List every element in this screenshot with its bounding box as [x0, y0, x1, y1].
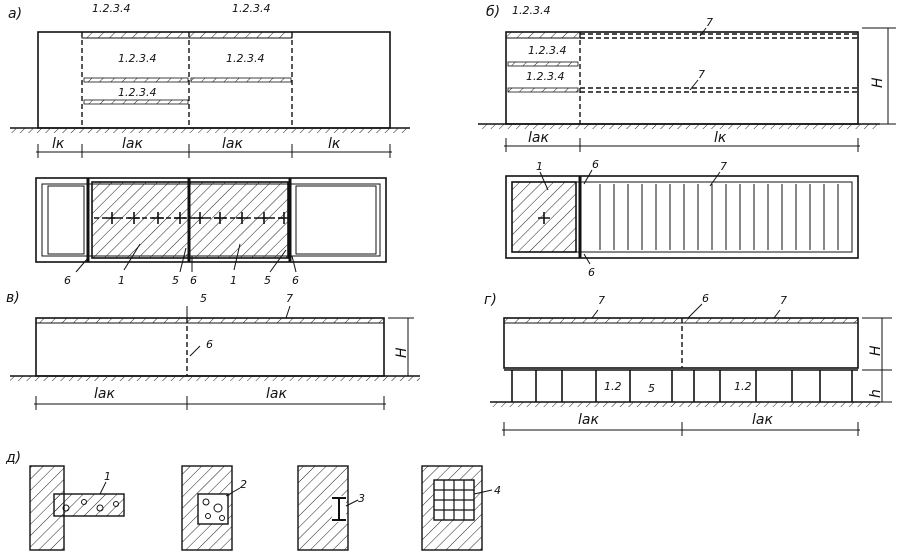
plan-b-label-7: 7 — [720, 160, 727, 173]
panel-g: г) 7 6 7 1.2 1.2 5 — [484, 292, 892, 436]
panel-b-label-7-top: 7 — [706, 16, 713, 29]
panel-d: д) 1 2 3 — [5, 450, 501, 551]
panel-a-label-top-right: 1.2.3.4 — [232, 2, 270, 15]
plan-b-label-6-bottom: 6 — [588, 266, 595, 279]
panel-b-dim-lak: lак — [528, 130, 549, 146]
panel-b-plan: 1 6 6 7 — [505, 158, 859, 279]
panel-g-label-7-right: 7 — [780, 294, 787, 307]
panel-v-label: в) — [6, 290, 20, 306]
panel-b-dim-lk: lк — [714, 130, 727, 146]
detail-3: 3 — [297, 465, 365, 551]
plan-a-label-6b: 6 — [190, 274, 197, 287]
panel-g-label-7-left: 7 — [598, 294, 605, 307]
panel-v-dim-lak-right: lак — [266, 386, 287, 402]
plan-b-label-6-top: 6 — [592, 158, 599, 171]
panel-a-slab-low-left — [83, 99, 189, 105]
detail-1-label: 1 — [104, 470, 111, 483]
panel-g-label-12-left: 1.2 — [604, 380, 622, 393]
panel-v-label-7: 7 — [286, 292, 293, 305]
panel-a: а) 1.2.3.4 1.2.3.4 1.2.3.4 1.2.3.4 1.2.3… — [8, 2, 410, 158]
plan-a-outer — [35, 177, 387, 263]
plan-a-label-1a: 1 — [118, 274, 125, 287]
panel-a-ground-hatch — [10, 128, 410, 133]
panel-g-h: h — [868, 389, 884, 398]
panel-v-label-6: 6 — [206, 338, 213, 351]
panel-a-top-slab — [81, 31, 293, 39]
panel-g-H: H — [868, 345, 884, 356]
panel-a-label-top-left: 1.2.3.4 — [92, 2, 130, 15]
plan-b-stripes — [599, 184, 839, 250]
panel-v-label-5: 5 — [200, 292, 207, 305]
plan-a-label-6a: 6 — [64, 274, 71, 287]
plan-a-label-5a: 5 — [172, 274, 179, 287]
plan-b-label-1: 1 — [536, 160, 543, 173]
panel-g-piles — [511, 370, 853, 402]
panel-b-label: б) — [486, 4, 500, 20]
panel-b-H: H — [870, 77, 886, 88]
panel-b-label-mid: 1.2.3.4 — [528, 44, 566, 57]
detail-2: 2 — [181, 465, 247, 551]
plan-a-crosses — [106, 212, 290, 224]
plan-a-label-5b: 5 — [264, 274, 271, 287]
detail-4-label: 4 — [494, 484, 501, 497]
detail-3-label: 3 — [358, 492, 365, 505]
panel-b-label-top: 1.2.3.4 — [512, 4, 550, 17]
plan-a-label-1b: 1 — [230, 274, 237, 287]
plan-a-label-6c: 6 — [292, 274, 299, 287]
panel-g-dim-lak-left: lак — [578, 412, 599, 428]
panel-a-dim-lak-right: lак — [222, 136, 243, 152]
panel-b-label-low: 1.2.3.4 — [526, 70, 564, 83]
panel-a-label-mid-right: 1.2.3.4 — [226, 52, 264, 65]
panel-a-plan: 6 1 5 6 1 5 6 — [35, 177, 387, 287]
panel-g-label-6: 6 — [702, 292, 709, 305]
panel-v: в) 5 7 6 H lак lак — [6, 290, 420, 410]
detail-1: 1 — [29, 465, 125, 551]
panel-a-slab-mid-left — [83, 77, 189, 83]
panel-a-dim-lk-left: lк — [52, 136, 65, 152]
panel-b-label-7-low: 7 — [698, 68, 705, 81]
detail-2-label: 2 — [240, 478, 247, 491]
panel-d-label: д) — [5, 450, 21, 466]
panel-a-label: а) — [8, 6, 22, 22]
panel-b: б) 1.2.3.4 1.2.3.4 1.2.3.4 7 7 H lак lк — [478, 4, 896, 152]
panel-g-label: г) — [484, 292, 497, 308]
panel-g-dim-lak-right: lак — [752, 412, 773, 428]
panel-v-dim-lak-left: lак — [94, 386, 115, 402]
panel-a-slab-mid-right — [190, 77, 292, 83]
panel-a-label-low: 1.2.3.4 — [118, 86, 156, 99]
panel-a-dim-lak-left: lак — [122, 136, 143, 152]
panel-v-H: H — [394, 347, 410, 358]
panel-a-dim-lk-right: lк — [328, 136, 341, 152]
panel-g-label-5: 5 — [648, 382, 655, 395]
detail-4: 4 — [421, 465, 501, 551]
panel-g-label-12-right: 1.2 — [734, 380, 752, 393]
panel-a-label-mid-left: 1.2.3.4 — [118, 52, 156, 65]
